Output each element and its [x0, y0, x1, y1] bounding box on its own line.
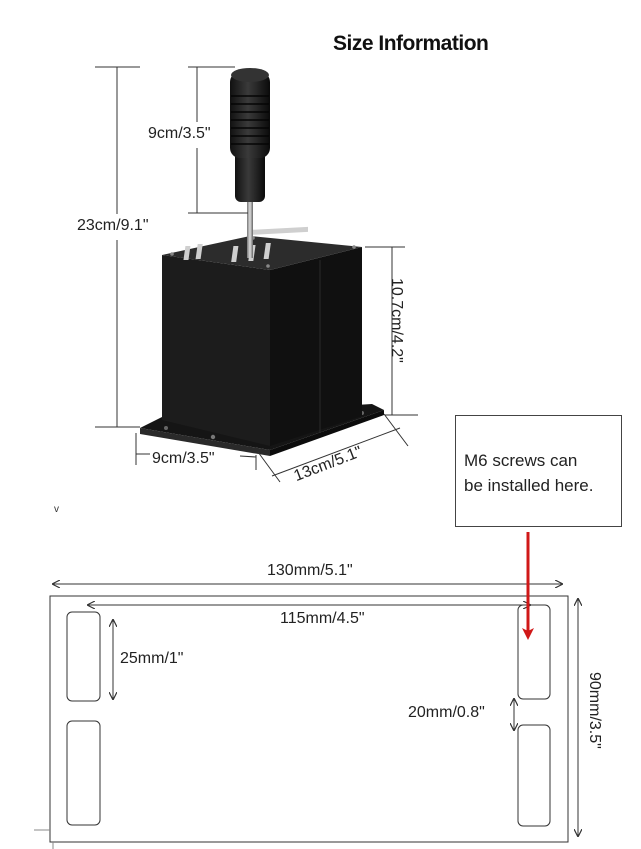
box-top [162, 236, 362, 270]
plate-width-label: 130mm/5.1" [267, 562, 353, 579]
shift-shaft [247, 200, 253, 258]
hole-spacing-label: 115mm/4.5" [280, 610, 365, 627]
box-height-label: 10.7cm/4.2" [388, 278, 405, 363]
slot-bottom-left [66, 720, 101, 826]
slot-length-label: 25mm/1" [120, 650, 184, 667]
stray-mark: v [54, 504, 59, 515]
total-height-label: 23cm/9.1" [77, 217, 149, 234]
shift-knob [230, 68, 270, 202]
mounting-plate-drawing [34, 595, 569, 849]
screw-note-line-1: M6 screws can [464, 451, 578, 470]
box-left-face [162, 255, 270, 446]
slot-bottom-right [517, 724, 551, 827]
shifter-illustration [140, 68, 384, 456]
slot-top-left [66, 611, 101, 702]
screw-note-text: M6 screws can be installed here. [464, 448, 593, 498]
knob-height-label: 9cm/3.5" [148, 125, 211, 142]
plate-outline [49, 595, 569, 843]
slot-top-right [517, 604, 551, 700]
product-dimension-lines [95, 66, 418, 483]
plate-dimension-lines [53, 584, 578, 836]
plate-height-label: 90mm/3.5" [586, 672, 603, 749]
slot-gap-label: 20mm/0.8" [408, 704, 485, 721]
box-right-face [270, 247, 362, 446]
screw-note-line-2: be installed here. [464, 476, 594, 495]
page-title: Size Information [333, 32, 489, 55]
base-width-label: 9cm/3.5" [152, 450, 215, 467]
screw-note-box: M6 screws can be installed here. [455, 415, 622, 527]
